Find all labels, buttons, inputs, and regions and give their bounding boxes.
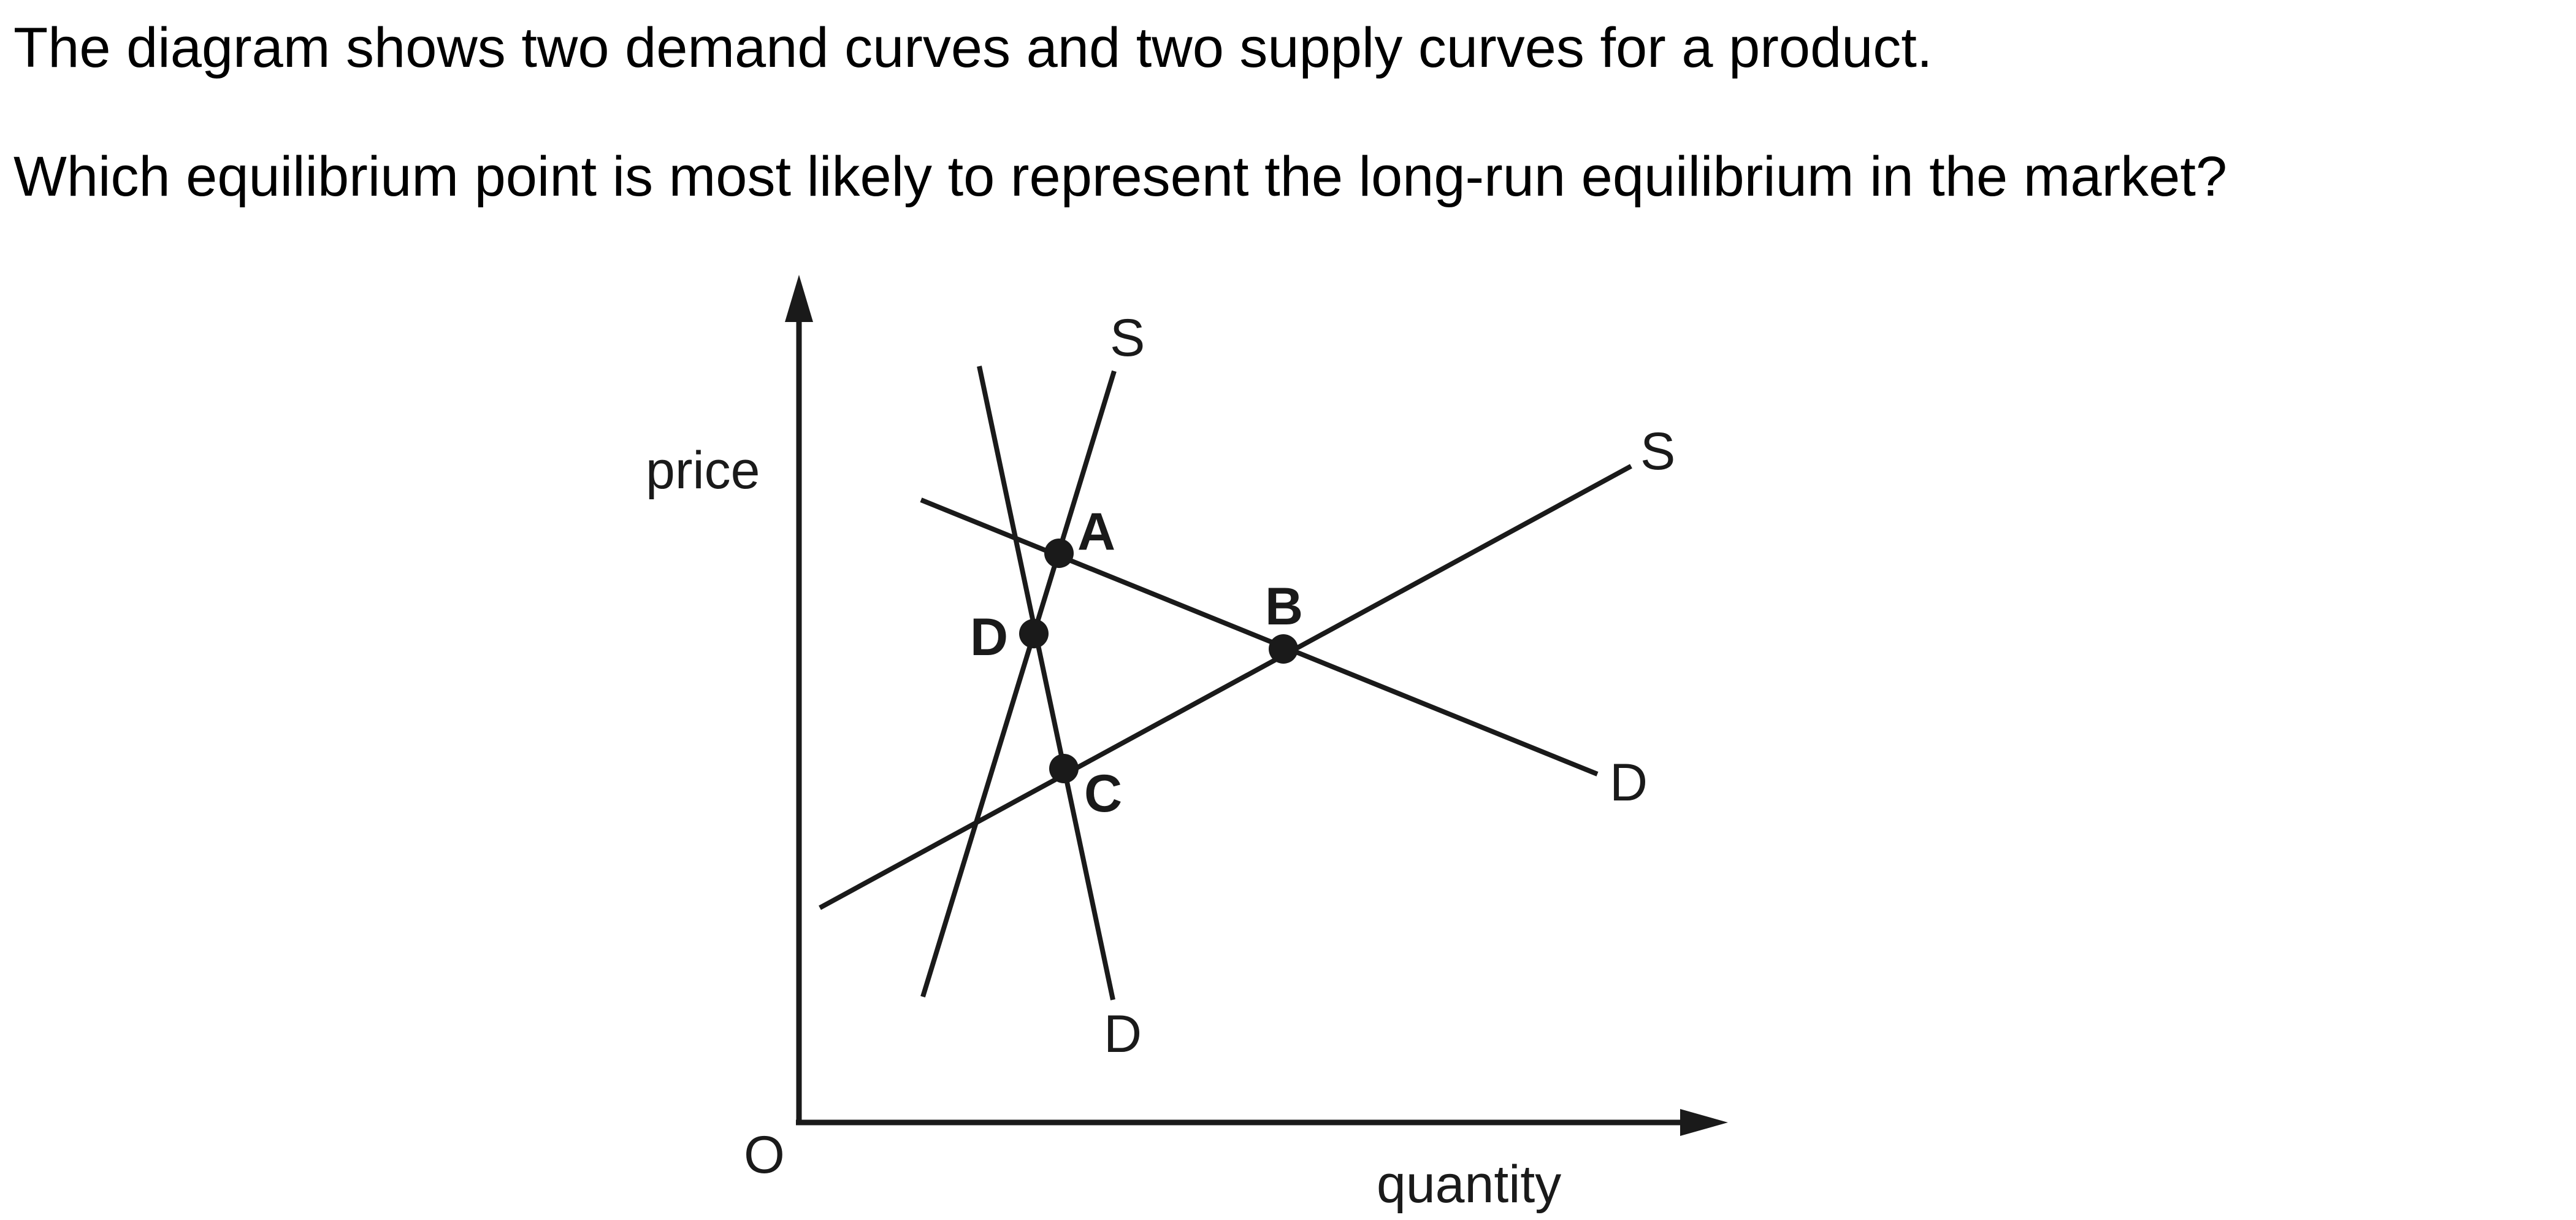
flat-demand-curve-label: D bbox=[1610, 753, 1648, 812]
x-axis-arrowhead bbox=[1680, 1109, 1728, 1136]
steep-supply-curve-label: S bbox=[1110, 309, 1145, 367]
equilibrium-points bbox=[1019, 539, 1298, 783]
equilibrium-point-b-marker bbox=[1269, 634, 1298, 664]
steep-demand-curve bbox=[977, 366, 1115, 1000]
equilibrium-point-b-label: B bbox=[1265, 577, 1303, 636]
x-axis-label: quantity bbox=[1377, 1155, 1561, 1214]
curves bbox=[819, 366, 1632, 1000]
question-text-line-2: Which equilibrium point is most likely t… bbox=[13, 145, 2228, 208]
flat-demand-curve bbox=[920, 497, 1599, 777]
flat-supply-curve-label: S bbox=[1640, 422, 1675, 481]
y-axis-arrowhead bbox=[785, 275, 813, 322]
steep-supply-curve bbox=[920, 370, 1117, 998]
steep-demand-curve-label: D bbox=[1104, 1005, 1142, 1064]
flat-supply-curve bbox=[819, 464, 1632, 910]
axes bbox=[785, 275, 1728, 1136]
equilibrium-point-d-label: D bbox=[970, 608, 1008, 667]
origin-label: O bbox=[744, 1126, 785, 1184]
y-axis-label: price bbox=[646, 441, 760, 500]
equilibrium-point-c-marker bbox=[1049, 754, 1079, 783]
equilibrium-point-a-label: A bbox=[1077, 502, 1115, 561]
equilibrium-point-c-label: C bbox=[1084, 764, 1122, 823]
equilibrium-point-d-marker bbox=[1019, 619, 1049, 648]
question-text-line-1: The diagram shows two demand curves and … bbox=[13, 17, 1933, 79]
equilibrium-point-a-marker bbox=[1044, 539, 1074, 568]
